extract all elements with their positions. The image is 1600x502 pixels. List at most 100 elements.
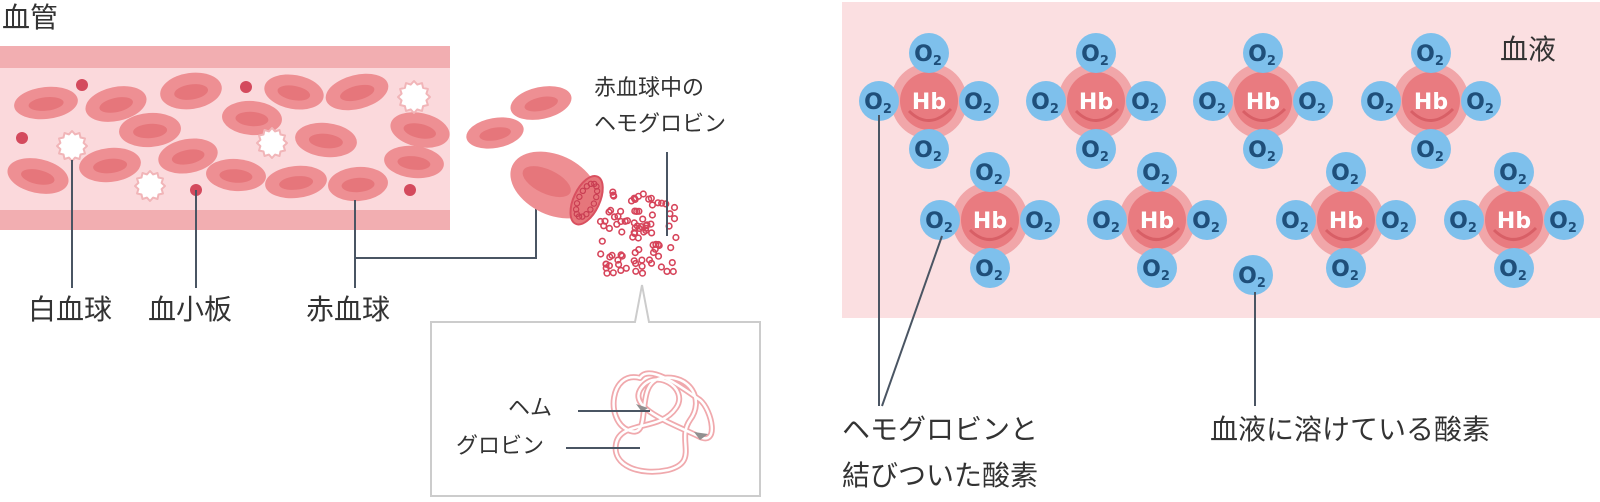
hemoglobin-particle xyxy=(633,207,641,215)
hemoglobin-shade xyxy=(1492,226,1538,241)
hemoglobin-particle xyxy=(642,226,650,235)
hemoglobin-particle xyxy=(648,201,657,209)
oxygen-subscript: 2 xyxy=(1385,102,1394,117)
oxygen-subscript: 2 xyxy=(1568,221,1577,236)
oxygen-subscript: 2 xyxy=(944,221,953,236)
red-blood-cell xyxy=(295,122,357,158)
red-blood-cell xyxy=(79,147,141,183)
oxygen-label: O2 xyxy=(1416,42,1444,69)
white-blood-cell xyxy=(134,170,166,202)
red-blood-cell xyxy=(265,165,327,199)
oxygen-subscript: 2 xyxy=(1257,276,1266,291)
oxygen-subscript: 2 xyxy=(1267,150,1276,165)
hemoglobin-particle xyxy=(648,211,657,219)
white-blood-cell xyxy=(397,80,431,114)
hemoglobin-shade xyxy=(1135,226,1181,241)
hemoglobin-particle xyxy=(618,228,626,236)
hemoglobin-shade xyxy=(1324,226,1370,241)
hemoglobin-particle xyxy=(663,267,671,276)
bound-oxygen xyxy=(1494,152,1534,192)
hemoglobin-particle xyxy=(598,237,606,245)
oxygen-subscript: 2 xyxy=(1161,173,1170,188)
oxygen-subscript: 2 xyxy=(1350,173,1359,188)
platelet xyxy=(16,132,28,144)
oxygen-subscript: 2 xyxy=(1111,221,1120,236)
hemoglobin-particle xyxy=(605,224,614,232)
hemoglobin-particle xyxy=(617,251,625,259)
bound-oxygen xyxy=(1326,248,1366,288)
red-blood-cell xyxy=(7,158,69,194)
hemoglobin-label: Hb xyxy=(973,209,1007,234)
hemoglobin-particle xyxy=(635,246,643,254)
hemoglobin-particle xyxy=(609,191,617,199)
hemoglobin-in-rbc-label-line1: 赤血球中の xyxy=(594,76,705,101)
red-blood-cell xyxy=(510,86,572,120)
hemoglobin-particle xyxy=(622,264,630,272)
hemoglobin-particle xyxy=(662,200,670,208)
blood-title: 血液 xyxy=(1500,33,1557,66)
hemoglobin-particle xyxy=(606,206,615,214)
hemoglobin-particle xyxy=(670,215,679,223)
hemoglobin-label: Hb xyxy=(1497,209,1531,234)
bound-oxygen xyxy=(1444,200,1484,240)
bound-oxygen xyxy=(1193,81,1233,121)
oxygen-subscript: 2 xyxy=(1435,150,1444,165)
bound-oxygen xyxy=(1411,129,1451,169)
hemoglobin-particle xyxy=(645,256,654,264)
oxygen-subscript: 2 xyxy=(1100,150,1109,165)
hemoglobin-in-rbc-label-line2: ヘモグロビン xyxy=(594,112,727,137)
hemoglobin-particle xyxy=(647,220,655,228)
hemoglobin-particle xyxy=(614,212,622,220)
bound-oxygen xyxy=(1087,200,1127,240)
oxygen-subscript: 2 xyxy=(1150,102,1159,117)
bound-oxygen xyxy=(1076,129,1116,169)
hemoglobin-particle xyxy=(602,260,610,268)
hemoglobin-particle xyxy=(654,240,662,249)
hemoglobin-particle xyxy=(672,233,680,242)
platelet xyxy=(404,184,416,196)
hemoglobin-particle xyxy=(654,199,662,207)
hemoglobin-particle xyxy=(668,259,676,267)
bound-oxygen xyxy=(1126,81,1166,121)
bound-oxygen xyxy=(1020,200,1060,240)
red-blood-cell xyxy=(264,74,324,110)
hemoglobin-shade xyxy=(1241,107,1287,122)
bound-oxygen xyxy=(1494,248,1534,288)
hemoglobin-label: Hb xyxy=(1414,90,1448,115)
oxygen-subscript: 2 xyxy=(1161,269,1170,284)
hemoglobin-particle xyxy=(638,262,646,270)
oxygen-subscript: 2 xyxy=(1100,54,1109,69)
oxygen-subscript: 2 xyxy=(1435,54,1444,69)
platelet xyxy=(76,79,88,91)
bound-oxygen xyxy=(1326,152,1366,192)
platelet-label: 血小板 xyxy=(148,293,233,326)
red-blood-cell xyxy=(85,86,147,122)
oxygen-subscript: 2 xyxy=(933,150,942,165)
hemoglobin-particle xyxy=(638,269,647,277)
hemoglobin-particle xyxy=(638,256,646,264)
red-blood-cell xyxy=(206,158,266,192)
bound-oxygen xyxy=(1137,248,1177,288)
red-blood-cell xyxy=(325,73,389,111)
oxygen-subscript: 2 xyxy=(1050,102,1059,117)
blood-vessel-title: 血管 xyxy=(2,1,59,34)
hemoglobin-particle xyxy=(657,263,666,271)
oxygen-subscript: 2 xyxy=(1267,54,1276,69)
oxygen-subscript: 2 xyxy=(994,269,1003,284)
hemoglobin-particle xyxy=(630,219,638,227)
platelet xyxy=(240,81,252,93)
bound-oxygen xyxy=(859,81,899,121)
bound-oxygen xyxy=(970,248,1010,288)
hemoglobin-particle xyxy=(654,252,663,260)
hemoglobin-particle xyxy=(645,195,653,203)
hemoglobin-particle xyxy=(614,256,622,264)
white-blood-cell xyxy=(256,127,288,159)
bound-oxygen xyxy=(1137,152,1177,192)
dissolved-oxygen xyxy=(1233,255,1273,295)
red-blood-cell xyxy=(222,100,282,136)
oxygen-subscript: 2 xyxy=(1400,221,1409,236)
heme-label: ヘム xyxy=(508,396,553,421)
rbc-callout-leader xyxy=(355,192,537,259)
bound-oxygen xyxy=(959,81,999,121)
